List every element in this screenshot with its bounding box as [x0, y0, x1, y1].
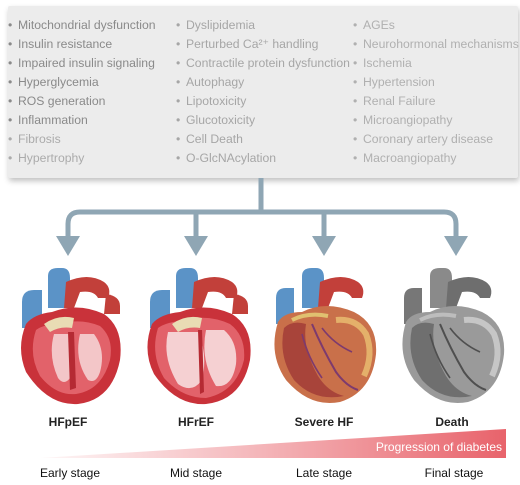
- bullet-icon: •: [8, 94, 13, 108]
- risk-factor-item: • Neurohormonal mechanisms: [353, 35, 519, 54]
- risk-factor-text: Coronary artery disease: [363, 132, 494, 146]
- bullet-icon: •: [353, 56, 358, 70]
- bullet-icon: •: [353, 132, 358, 146]
- stage-label-final: Final stage: [424, 466, 484, 480]
- bullet-icon: •: [8, 18, 13, 32]
- bullet-icon: •: [176, 132, 181, 146]
- risk-factor-item: • Mitochondrial dysfunction: [8, 16, 156, 35]
- risk-factor-item: • Coronary artery disease: [353, 130, 519, 149]
- risk-factor-text: Ischemia: [363, 56, 412, 70]
- outcome-label-hfpef: HFpEF: [48, 415, 88, 429]
- risk-factor-column-3: •AGEs•Neurohormonal mechanisms•Ischemia•…: [353, 16, 519, 168]
- risk-factor-item: • Dyslipidemia: [176, 16, 350, 35]
- bullet-icon: •: [8, 113, 13, 127]
- risk-factor-text: Mitochondrial dysfunction: [18, 18, 156, 32]
- bullet-icon: •: [353, 75, 358, 89]
- risk-factor-text: Glucotoxicity: [186, 113, 256, 127]
- risk-factor-text: AGEs: [363, 18, 395, 32]
- bullet-icon: •: [176, 75, 181, 89]
- bullet-icon: •: [353, 18, 358, 32]
- risk-factor-item: • Microangiopathy: [353, 111, 519, 130]
- risk-factor-text: Fibrosis: [18, 132, 61, 146]
- arrowhead-hfref: [184, 236, 208, 256]
- risk-factor-text: Renal Failure: [363, 94, 436, 108]
- arrowhead-severe-hf: [312, 236, 336, 256]
- risk-factor-column-1: • Mitochondrial dysfunction • Insulin resis…: [8, 16, 156, 168]
- risk-factor-text: Hyperglycemia: [18, 75, 99, 89]
- risk-factor-item: • Impaired insulin signaling: [8, 54, 156, 73]
- risk-factor-item: • Hypertension: [353, 73, 519, 92]
- bullet-icon: •: [8, 151, 13, 165]
- risk-factor-text: O-GlcNAcylation: [186, 151, 277, 165]
- arrowhead-death: [444, 236, 468, 256]
- risk-factor-item: • Contractile protein dysfunction: [176, 54, 350, 73]
- arrowhead-hfpef: [56, 236, 80, 256]
- bullet-icon: •: [8, 37, 13, 51]
- risk-factor-item: • Cell Death: [176, 130, 350, 149]
- bullet-icon: •: [353, 151, 358, 165]
- connector-arrows: [56, 178, 468, 256]
- risk-factor-text: Dyslipidemia: [186, 18, 256, 32]
- bullet-icon: •: [353, 94, 358, 108]
- death-heart-icon: [402, 268, 505, 404]
- risk-factor-item: • Perturbed Ca²⁺ handling: [176, 35, 350, 54]
- bullet-icon: •: [176, 113, 181, 127]
- risk-factor-item: • Ischemia: [353, 54, 519, 73]
- stage-label-mid: Mid stage: [169, 466, 223, 480]
- risk-factor-text: Neurohormonal mechanisms: [363, 37, 519, 51]
- risk-factor-text: Lipotoxicity: [186, 94, 247, 108]
- risk-factor-item: • Glucotoxicity: [176, 111, 350, 130]
- risk-factor-text: Contractile protein dysfunction: [186, 56, 350, 70]
- risk-factor-item: • O-GlcNAcylation: [176, 149, 350, 168]
- risk-factor-text: Autophagy: [186, 75, 245, 89]
- outcome-label-death: Death: [435, 415, 469, 429]
- risk-factor-item: • ROS generation: [8, 92, 156, 111]
- bullet-icon: •: [8, 132, 13, 146]
- risk-factor-text: Inflammation: [18, 113, 88, 127]
- severe-hf-heart-icon: [274, 268, 377, 404]
- connector-branch: [65, 209, 459, 238]
- stage-label-late: Late stage: [295, 466, 353, 480]
- bullet-icon: •: [353, 113, 358, 127]
- risk-factor-text: Cell Death: [186, 132, 243, 146]
- risk-factor-item: • Renal Failure: [353, 92, 519, 111]
- risk-factor-item: • Insulin resistance: [8, 35, 156, 54]
- bullet-icon: •: [176, 18, 181, 32]
- risk-factor-text: Microangiopathy: [363, 113, 453, 127]
- risk-factor-text: Insulin resistance: [18, 37, 113, 51]
- bullet-icon: •: [176, 56, 181, 70]
- risk-factor-text: Hypertrophy: [18, 151, 85, 165]
- hfpef-heart-icon: [21, 268, 121, 405]
- bullet-icon: •: [176, 151, 181, 165]
- risk-factor-text: ROS generation: [18, 94, 106, 108]
- bullet-icon: •: [176, 94, 181, 108]
- risk-factor-item: • Hyperglycemia: [8, 73, 156, 92]
- risk-factor-column-2: • Dyslipidemia • Perturbed Ca²⁺ handling • Co…: [176, 16, 350, 168]
- risk-factor-text: Impaired insulin signaling: [18, 56, 155, 70]
- risk-factor-text: Hypertension: [363, 75, 435, 89]
- risk-factor-item: • Fibrosis: [8, 130, 156, 149]
- progression-wedge: [40, 429, 506, 458]
- risk-factor-item: • Macroangiopathy: [353, 149, 519, 168]
- risk-factor-text: Perturbed Ca²⁺ handling: [186, 37, 319, 51]
- hfref-heart-icon: [147, 268, 251, 405]
- risk-factor-text: Macroangiopathy: [363, 151, 457, 165]
- risk-factor-item: • Hypertrophy: [8, 149, 156, 168]
- bullet-icon: •: [176, 37, 181, 51]
- outcome-label-hfref: HFrEF: [178, 415, 214, 429]
- risk-factor-panel: • Mitochondrial dysfunction • Insulin resis…: [8, 6, 519, 178]
- stage-label-early: Early stage: [39, 466, 101, 480]
- progression-label: Progression of diabetes: [375, 440, 502, 454]
- risk-factor-item: • AGEs: [353, 16, 519, 35]
- risk-factor-item: • Autophagy: [176, 73, 350, 92]
- bullet-icon: •: [8, 75, 13, 89]
- risk-factor-item: • Lipotoxicity: [176, 92, 350, 111]
- bullet-icon: •: [353, 37, 358, 51]
- outcome-label-severe-hf: Severe HF: [294, 415, 354, 429]
- risk-factor-item: • Inflammation: [8, 111, 156, 130]
- bullet-icon: •: [8, 56, 13, 70]
